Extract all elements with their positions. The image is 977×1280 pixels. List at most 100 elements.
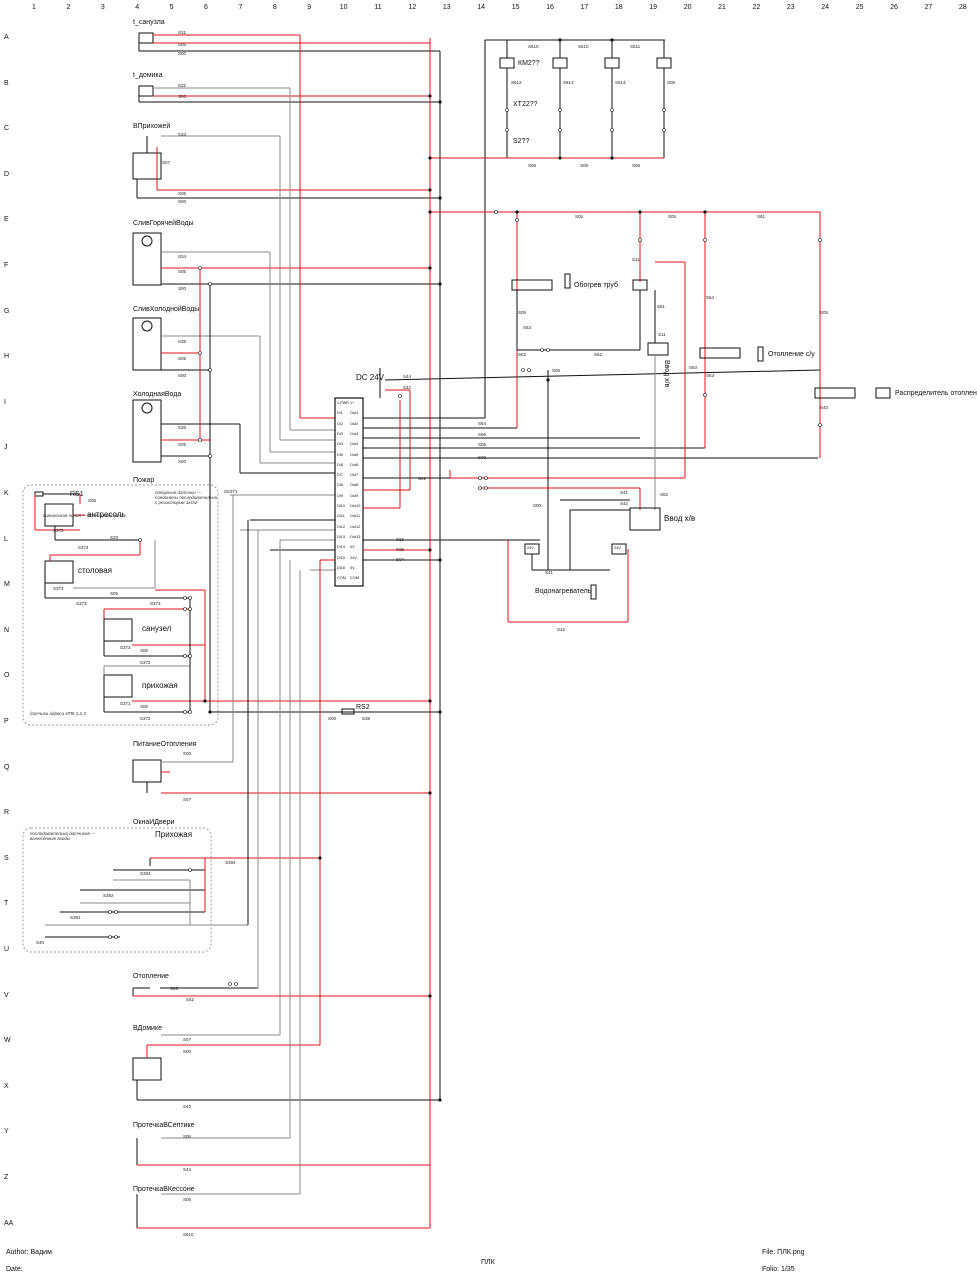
plc-pin-right: Out11	[350, 514, 361, 519]
wire-label: S43	[183, 1104, 192, 1109]
wire-label: S64	[706, 295, 715, 300]
wire-label: S62	[660, 492, 669, 497]
wire-label: S35	[178, 339, 187, 344]
row-letter: W	[4, 1037, 11, 1045]
plc-pin-right: Out3	[350, 431, 359, 436]
wire-label: S00	[478, 455, 487, 460]
footer-date: Date:	[6, 1266, 23, 1273]
column-number: 26	[890, 4, 898, 11]
wire-label: S05	[668, 214, 677, 219]
wire-label: S05	[632, 163, 641, 168]
label-xt22: XT22??	[513, 101, 538, 108]
note-signal-line: сигнальная линия — всегда включена	[43, 513, 124, 518]
column-number: 11	[374, 4, 382, 11]
wire-label: S41	[418, 476, 427, 481]
sliv-hol-sensor	[132, 317, 162, 371]
label-pitanie-otopl: ПитаниеОтопления	[133, 741, 197, 748]
wire-label: S31	[178, 30, 187, 35]
raspredelitel-ssr	[814, 387, 856, 399]
okna-dveri-block	[22, 827, 212, 953]
row-letter: T	[4, 900, 9, 908]
wire-label: S44	[403, 374, 412, 379]
plc-pin-right: Out6	[350, 462, 359, 467]
wire-label: S04	[396, 557, 405, 562]
row-letter: D	[4, 170, 10, 178]
wire-label: S391	[70, 915, 81, 920]
wire-label: S33	[178, 132, 187, 137]
plc-pin-right: 24V	[350, 555, 357, 560]
note-doors: последовательно датчиков — вынесенные вх…	[30, 831, 96, 841]
wire-label: S05	[580, 163, 589, 168]
wire-label: S05	[178, 191, 187, 196]
label-sanuzel: санузел	[142, 624, 172, 633]
label-rs2: RS2	[356, 704, 370, 711]
wire-label: S00	[178, 373, 187, 378]
wire-label: S00	[328, 716, 337, 721]
sliv-gor-sensor	[132, 232, 162, 286]
wire-label: S66	[478, 432, 487, 437]
wire-label: S05	[396, 547, 405, 552]
label-otoplenie: Отопление	[133, 973, 169, 980]
plc-pin-right: Out10	[350, 504, 361, 508]
footer-center: ПЛК	[481, 1259, 495, 1266]
label-protechka-kesson: ПротечкаВКессоне	[133, 1186, 195, 1193]
column-number: 7	[238, 4, 243, 11]
column-number: 19	[649, 4, 658, 11]
label-prihozhaya2: Прихожая	[155, 830, 193, 839]
wire-label: S61	[757, 214, 766, 219]
plc-pin-left: DI4	[337, 442, 343, 447]
obogrev-ssr	[511, 279, 553, 291]
wire-label: S60	[396, 537, 405, 542]
row-letter: I	[4, 398, 6, 406]
row-letter: Y	[4, 1128, 9, 1136]
row-letter: X	[4, 1082, 9, 1090]
column-number: 8	[272, 4, 277, 11]
plc-pin-right: Out7	[350, 473, 359, 478]
label-okna-dveri: ОкнаИДвери	[133, 819, 175, 826]
wire-label: S11	[658, 332, 666, 337]
plc-pin-left: DI1	[337, 411, 343, 416]
wire-label: SS371	[224, 489, 238, 494]
wire-label: S05	[667, 80, 676, 85]
row-letter: B	[4, 79, 9, 87]
plc-pin-right: 0V	[350, 545, 355, 550]
plc-pin-left: 1.PWR	[337, 401, 350, 405]
wire-label: S373	[150, 601, 161, 606]
label-hol-voda: ХолоднаяВода	[133, 391, 182, 398]
row-letter: E	[4, 216, 9, 224]
plc-pin-right: Out1	[350, 411, 359, 416]
valve-relay	[647, 342, 669, 356]
row-letter: Q	[4, 763, 10, 771]
column-number: 6	[204, 4, 208, 11]
wire-label: S371	[120, 701, 131, 706]
footer-author: Author: Вадим	[6, 1249, 52, 1256]
plc-pin-left: DI8	[337, 483, 343, 488]
column-number: 28	[958, 4, 967, 11]
wire-label: S394	[225, 860, 236, 865]
column-number: 2	[66, 4, 71, 11]
label-dc24: DC 24V	[356, 373, 385, 382]
column-number: 23	[786, 4, 795, 11]
wire-label: S34	[178, 254, 187, 259]
plc-pin-right: Out8	[350, 483, 359, 488]
wire-label: S07	[183, 1037, 192, 1042]
rs2-resistor	[341, 708, 355, 715]
wire-label: S05	[140, 704, 149, 709]
wire-label: S05	[518, 310, 527, 315]
label-rs1: RS1	[70, 491, 84, 498]
row-letter: G	[4, 307, 10, 315]
wire-label: S393	[140, 871, 151, 876]
wire-label: S05	[170, 986, 179, 991]
column-number: 17	[580, 4, 589, 11]
plc-pin-right: Out12	[350, 524, 361, 529]
wire-label: S611	[630, 44, 641, 49]
plc-pin-left: DI6	[337, 462, 343, 467]
label-raspredelitel: Распределитель отопления	[895, 390, 977, 397]
row-letter: C	[4, 125, 10, 133]
wire-label: S374	[78, 545, 89, 550]
plc-pin-right: Out4	[350, 442, 359, 447]
wire-label: S05	[820, 310, 829, 315]
plc-pin-left: DI7	[337, 473, 343, 478]
wire-label: S00	[178, 286, 187, 291]
